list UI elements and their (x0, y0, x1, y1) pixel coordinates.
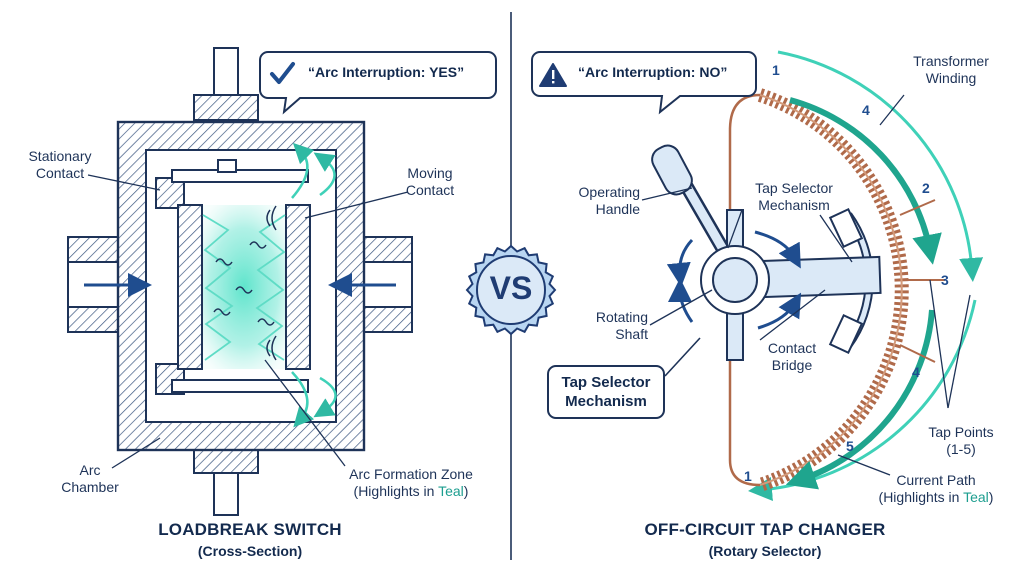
loadbreak-switch-drawing (67, 47, 413, 516)
vs-label: VS (489, 270, 533, 306)
warning-icon (539, 63, 567, 87)
tap-number: 4 (862, 102, 870, 118)
tap-number: 1 (744, 468, 752, 484)
loadbreak-switch-subtitle: (Cross-Section) (197, 543, 303, 559)
tap-points-label: Tap Points(1-5) (928, 424, 994, 457)
tap-changer-subtitle: (Rotary Selector) (708, 543, 822, 559)
tap-number: 5 (846, 438, 854, 454)
tap-changer-title: OFF-CIRCUIT TAP CHANGER (644, 520, 886, 539)
current-path-label: Current Path (Highlights in Teal) (878, 472, 994, 505)
arc-formation-zone-label: Arc Formation Zone (Highlights in Teal) (349, 466, 473, 499)
arc-yes-callout-bubble (259, 51, 497, 115)
arc-no-callout: “Arc Interruption: NO” (578, 64, 728, 80)
loadbreak-switch-title: LOADBREAK SWITCH (158, 520, 342, 539)
tap-number: 4 (912, 364, 920, 380)
tap-selector-box (547, 365, 665, 419)
tap-number: 3 (941, 272, 949, 288)
arc-no-callout-bubble (531, 51, 757, 115)
tap-number: 2 (922, 180, 930, 196)
tap-changer-drawing (641, 50, 984, 501)
tap-number: 1 (772, 62, 780, 78)
arc-yes-callout: “Arc Interruption: YES” (308, 64, 465, 80)
vs-badge (465, 244, 557, 336)
check-icon (270, 62, 295, 84)
